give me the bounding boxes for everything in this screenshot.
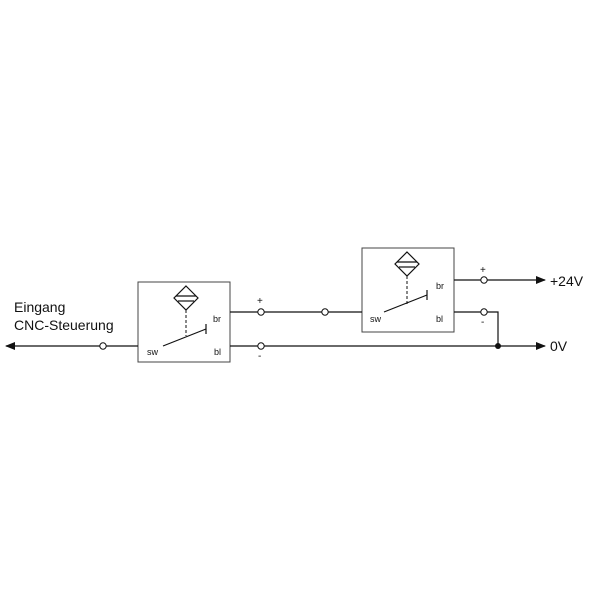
supply-positive-label: +24V — [550, 273, 584, 289]
sensor-1: sw br bl — [137, 281, 231, 363]
input-terminal-node — [99, 342, 107, 350]
sensor-2-bl-wire — [454, 311, 499, 346]
sensor-1-terminal-bl: bl — [214, 347, 221, 357]
supply-zero-label: 0V — [550, 338, 568, 354]
sensor-2-minus-node — [480, 308, 488, 316]
sensor-2-switch-blade — [383, 294, 428, 313]
sensor-1-plus-mark: + — [257, 296, 263, 307]
sensor-2: sw br bl — [361, 247, 455, 333]
sensor-2-terminal-bl: bl — [436, 314, 443, 324]
sensor-1-plus-node — [257, 308, 265, 316]
sensor-2-minus-mark: - — [481, 317, 484, 328]
sensor-2-plus-mark: + — [480, 265, 486, 276]
input-label-line1: Eingang — [14, 299, 65, 315]
input-label-line2: CNC-Steuerung — [14, 317, 114, 333]
sensor-1-terminal-br: br — [213, 314, 221, 324]
sensor-1-switch-blade — [162, 328, 207, 347]
sensor-link-node — [321, 308, 329, 316]
sensor-2-terminal-sw: sw — [370, 314, 382, 324]
sensor-1-terminal-sw: sw — [147, 347, 159, 357]
sensor-1-minus-mark: - — [258, 351, 261, 362]
sensor-2-terminal-br: br — [436, 281, 444, 291]
sensor-1-housing — [137, 281, 231, 363]
sensor-1-minus-node — [257, 342, 265, 350]
junction-dot — [495, 343, 501, 349]
sensor-2-plus-node — [480, 276, 488, 284]
